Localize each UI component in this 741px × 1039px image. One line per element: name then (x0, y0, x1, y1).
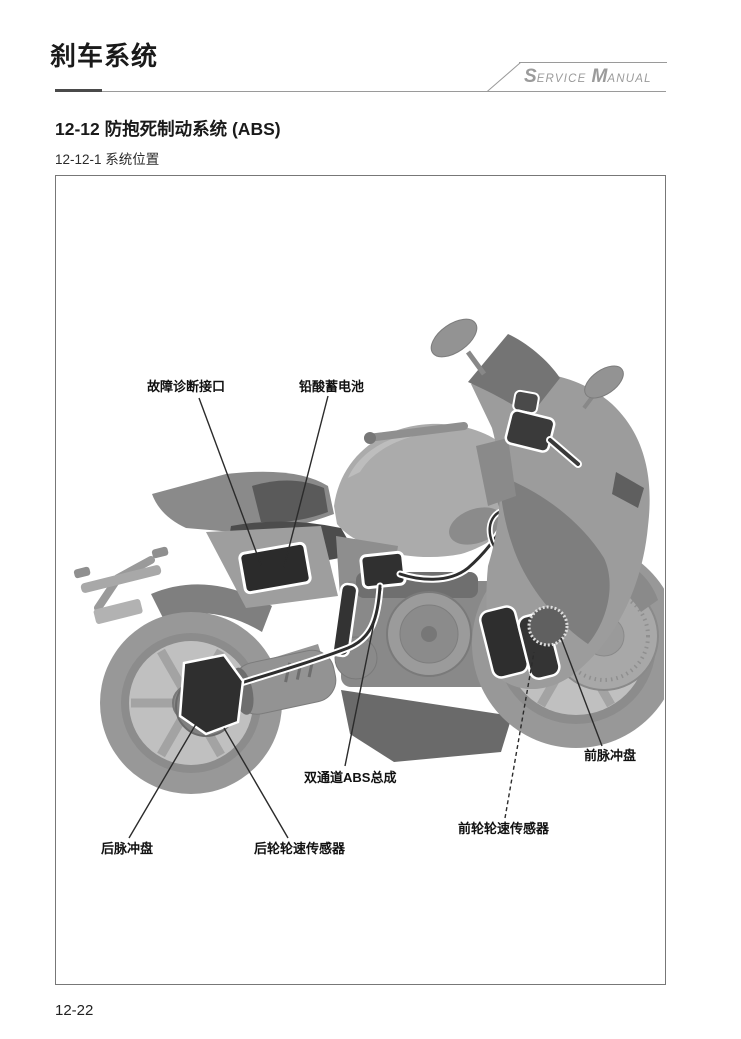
front-master-cylinder-graphic (504, 389, 582, 468)
right-mirror (584, 365, 624, 399)
brand-tab-top-line (519, 62, 667, 63)
section-heading: 12-12 防抱死制动系统 (ABS) (55, 119, 281, 139)
label-rear-pulse-disc: 后脉冲盘 (101, 841, 154, 856)
header-rule (55, 91, 666, 92)
belly-pan (341, 690, 512, 762)
leader-abs-module (344, 587, 382, 767)
brand-tab-diagonal-line (487, 62, 521, 92)
leader-battery (283, 395, 329, 568)
leader-rear-pulse-disc (128, 723, 197, 839)
label-front-pulse-disc: 前脉冲盘 (584, 748, 637, 763)
brand-initial-m: M (591, 66, 608, 87)
brand-word-manual: ANUAL (607, 73, 652, 85)
handlebar (364, 422, 516, 506)
page-number: 12-22 (55, 1002, 94, 1019)
left-mirror (430, 318, 478, 358)
rear-master-cylinder-graphic (331, 582, 359, 658)
subsection-heading: 12-12-1 系统位置 (55, 152, 160, 167)
license-plate-bracket (73, 546, 169, 624)
figure-box (55, 175, 666, 985)
brand-word-service: ERVICE (536, 73, 587, 85)
label-battery: 铅酸蓄电池 (299, 379, 365, 394)
header-rule-accent (55, 89, 102, 92)
label-abs-module: 双通道ABS总成 (304, 770, 397, 785)
leader-diagnostic-port (198, 397, 262, 566)
fairing-vent (612, 472, 644, 508)
mirrors (430, 318, 624, 410)
label-diagnostic-port: 故障诊断接口 (147, 379, 226, 394)
label-rear-wheel-speed-sensor: 后轮轮速传感器 (254, 841, 346, 856)
leader-front-wheel-speed-sensor (504, 651, 535, 819)
leader-front-pulse-disc (560, 637, 603, 747)
fairing-side-panel (500, 476, 610, 644)
page-title: 刹车系统 (50, 41, 159, 71)
seat-hump (252, 480, 328, 523)
front-sensor-ring (527, 605, 569, 647)
motorcycle-illustration (73, 318, 664, 839)
front-calipers (478, 605, 569, 681)
service-manual-logo: SERVICE MANUAL (524, 66, 666, 88)
leader-rear-wheel-speed-sensor (223, 727, 289, 839)
brand-initial-s: S (524, 66, 537, 87)
rear-caliper-sensor-bracket (178, 653, 245, 736)
abs-module-graphic (359, 550, 407, 590)
leader-lines (128, 395, 603, 839)
label-front-wheel-speed-sensor: 前轮轮速传感器 (458, 821, 550, 836)
